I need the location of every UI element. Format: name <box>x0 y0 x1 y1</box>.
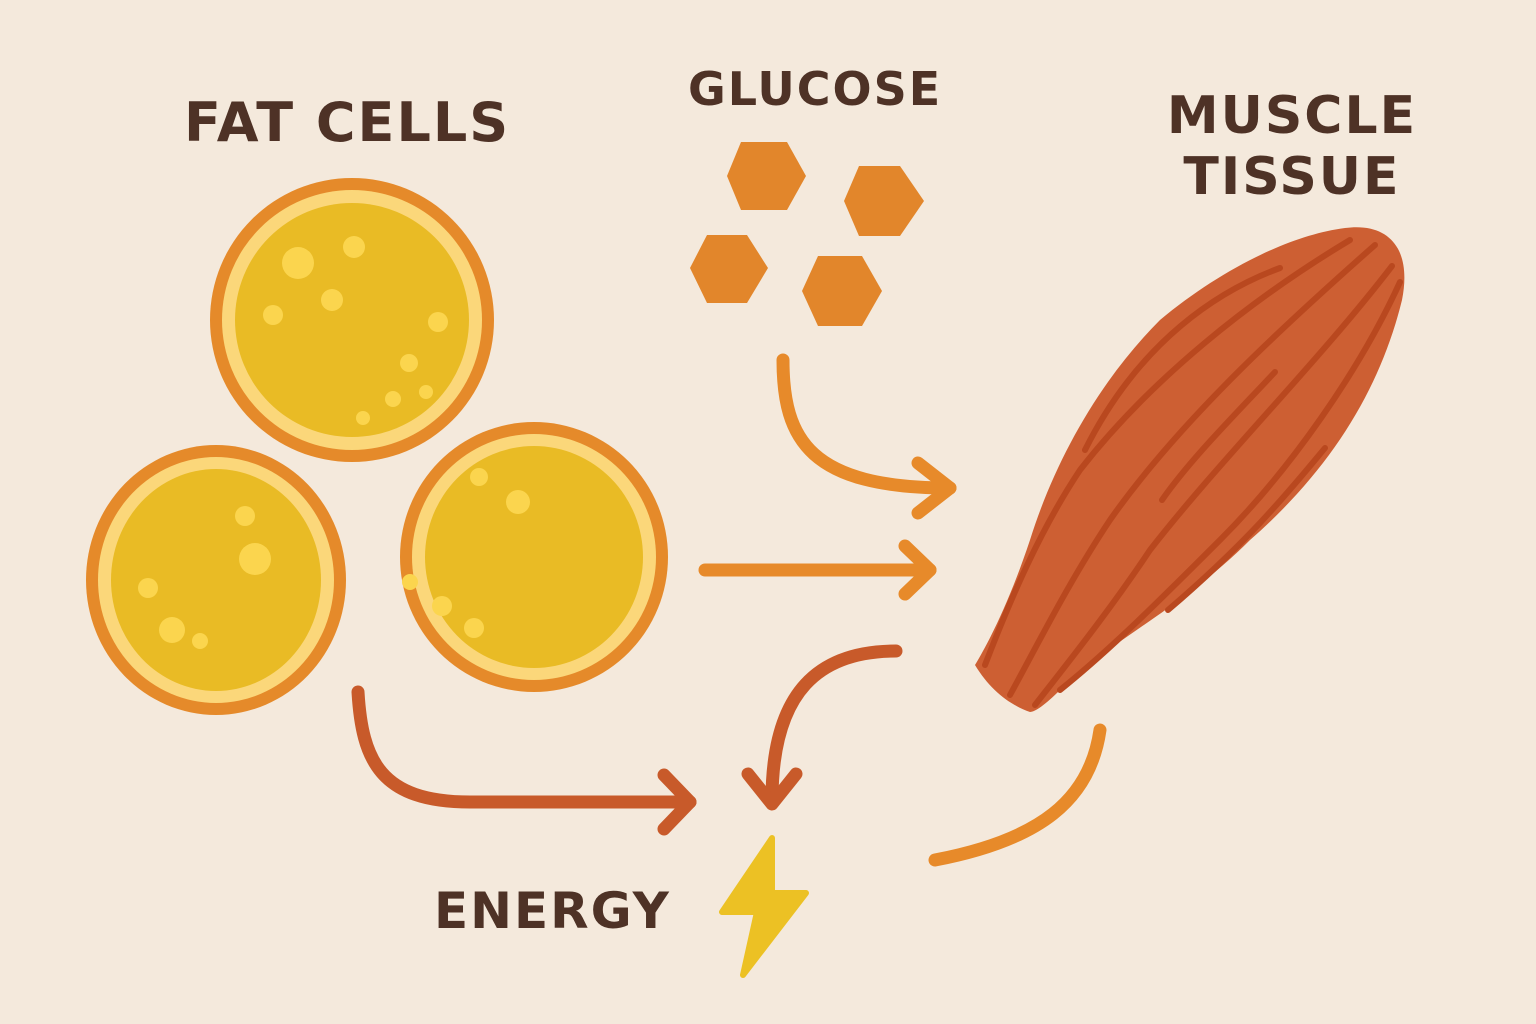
muscle-tissue-icon <box>975 227 1405 712</box>
energy-label: ENERGY <box>434 882 671 940</box>
arrow-muscle-feedback <box>928 723 1107 867</box>
muscle-tissue-label: MUSCLE TISSUE <box>1162 86 1422 209</box>
fat-cell-left <box>86 445 346 715</box>
glucose-molecules-icon <box>690 142 924 326</box>
arrow-fat-to-muscle <box>698 539 937 601</box>
muscle-label-line2: TISSUE <box>1183 147 1401 208</box>
fat-cells-label: FAT CELLS <box>184 91 511 154</box>
lightning-bolt-icon <box>719 835 809 978</box>
arrow-fat-to-energy <box>351 685 697 836</box>
muscle-label-line1: MUSCLE <box>1166 86 1418 146</box>
fat-cell-right <box>400 422 668 692</box>
fat-cell-top <box>210 178 494 462</box>
glucose-label: GLUCOSE <box>688 62 943 116</box>
arrow-muscle-to-energy <box>741 644 903 811</box>
arrow-glucose-to-muscle <box>776 353 957 520</box>
